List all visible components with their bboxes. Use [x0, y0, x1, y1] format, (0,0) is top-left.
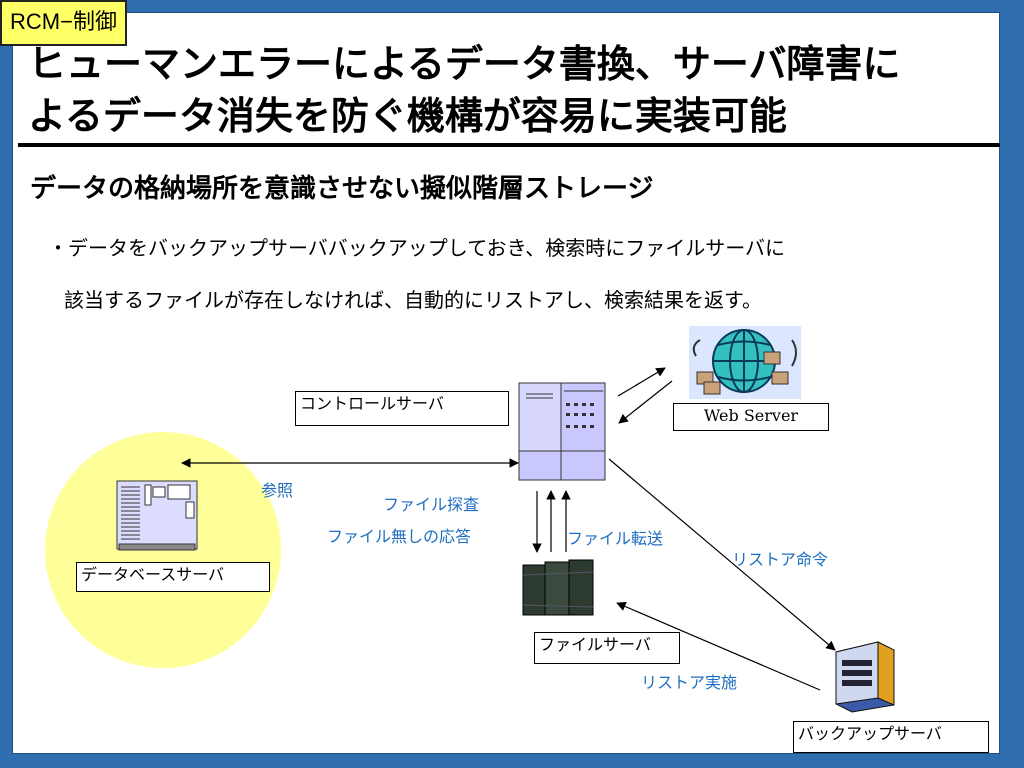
- arrow-web-control-down: [618, 380, 673, 424]
- body-line-2: 該当するファイルが存在しなければ、自動的にリストアし、検索結果を返す。: [64, 288, 762, 312]
- arrow-restore-execute: [616, 601, 821, 691]
- body-line-1: ・データをバックアップサーババックアップしておき、検索時にファイルサーバに: [48, 236, 785, 260]
- reference-annotation: 参照: [261, 481, 294, 500]
- page-title: ヒューマンエラーによるデータ書換、サーバ障害に よるデータ消失を防ぐ機構が容易に…: [28, 38, 988, 142]
- arrow-restore-command: [608, 458, 836, 651]
- title-line-2: よるデータ消失を防ぐ機構が容易に実装可能: [28, 94, 787, 138]
- title-divider: [18, 143, 1000, 147]
- database-server-label: データベースサーバ: [76, 562, 270, 592]
- restore-execute-annotation: リストア実施: [641, 673, 738, 692]
- control-server-label: コントロールサーバ: [295, 391, 509, 426]
- file-search-annotation: ファイル探査: [383, 495, 480, 514]
- arrow-control-web-up: [617, 367, 666, 397]
- body-text: ・データをバックアップサーババックアップしておき、検索時にファイルサーバに 該当…: [48, 222, 988, 326]
- section-tag: RCM−制御: [0, 0, 127, 46]
- restore-command-annotation: リストア命令: [732, 550, 829, 569]
- backup-server-icon: [835, 641, 895, 713]
- database-server-icon: [116, 480, 198, 551]
- web-server-label: Web Server: [673, 403, 829, 431]
- control-server-icon: [518, 382, 606, 481]
- file-transfer-annotation: ファイル転送: [567, 529, 664, 548]
- globe-icon: [689, 326, 801, 399]
- file-server-icon: [522, 559, 594, 616]
- subtitle: データの格納場所を意識させない擬似階層ストレージ: [30, 174, 654, 204]
- file-not-found-annotation: ファイル無しの応答: [327, 527, 472, 546]
- file-server-label: ファイルサーバ: [534, 632, 680, 664]
- title-line-1: ヒューマンエラーによるデータ書換、サーバ障害に: [28, 42, 901, 86]
- backup-server-label: バックアップサーバ: [793, 721, 989, 753]
